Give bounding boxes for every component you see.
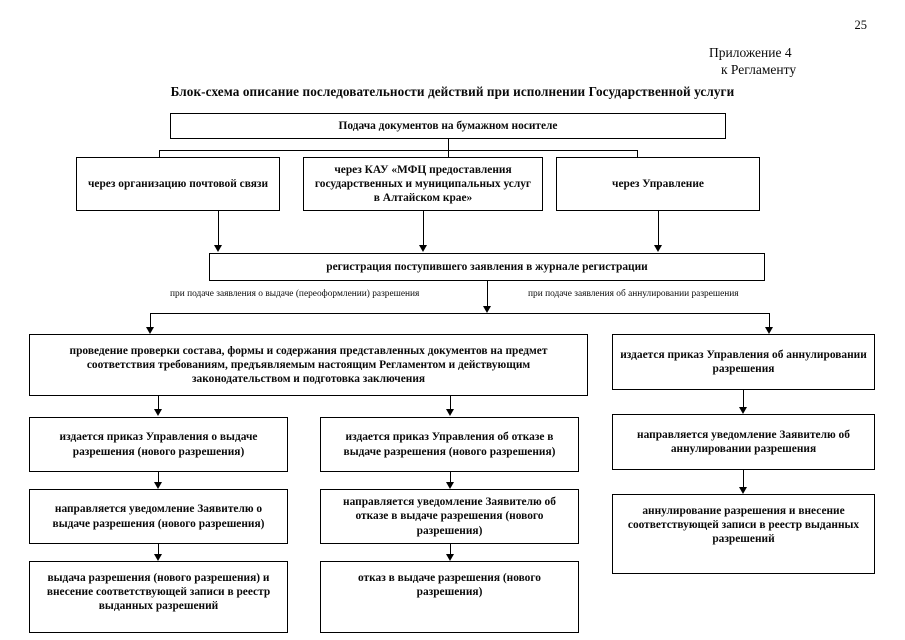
arrow-positive-1-2 [154,482,162,489]
appendix-line-2: к Регламенту [721,62,797,77]
arrow-annul-2-3 [739,487,747,494]
connector-to-channel-2 [448,150,450,157]
channel-box-post: через организацию почтовой связи [76,157,280,211]
connector-annul-2-3 [743,470,745,490]
channel-box-post-label: через организацию почтовой связи [87,177,269,190]
annul-notice-box: направляется уведомление Заявителю об ан… [612,414,875,470]
negative-refusal-label: отказ в выдаче разрешения (нового разреш… [358,572,541,599]
check-documents-box: проведение проверки состава, формы и сод… [29,334,588,396]
positive-notice-label: направляется уведомление Заявителю о выд… [52,503,265,530]
branch-label-right: при подаче заявления об аннулировании ра… [528,289,739,299]
channel-box-department-label: через Управление [612,177,704,190]
connector-branch-right-down [769,313,771,331]
arrow-negative-1-2 [446,482,454,489]
arrow-annul-1-2 [739,407,747,414]
connector-start-down [448,139,450,150]
connector-negative-2-3 [450,544,452,557]
page-number: 25 [854,18,868,32]
negative-order-label: издается приказ Управления об отказе в в… [343,431,556,458]
arrow-check-to-negative [446,409,454,416]
connector-positive-2-3 [158,544,160,557]
annul-notice-label: направляется уведомление Заявителю об ан… [637,428,850,455]
channel-box-mfc: через КАУ «МФЦ предоставления государств… [303,157,543,211]
connector-annul-1-2 [743,390,745,410]
connector-check-to-positive [158,396,160,412]
positive-notice-box: направляется уведомление Заявителю о выд… [29,489,288,544]
registration-box-label: регистрация поступившего заявления в жур… [326,260,648,273]
positive-order-label: издается приказ Управления о выдаче разр… [59,431,258,458]
arrow-check-to-positive [154,409,162,416]
connector-negative-1-2 [450,472,452,485]
positive-issue-label: выдача разрешения (нового разрешения) и … [46,572,271,613]
annul-order-box: издается приказ Управления об аннулирова… [612,334,875,390]
channel-box-mfc-label: через КАУ «МФЦ предоставления государств… [314,163,532,205]
connector-to-channel-3 [637,150,639,157]
arrow-department-to-registration [654,245,662,252]
start-box-label: Подача документов на бумажном носителе [338,119,558,132]
positive-order-box: издается приказ Управления о выдаче разр… [29,417,288,472]
appendix-reference: Приложение 4 к Регламенту [709,44,869,78]
appendix-line-1: Приложение 4 [709,45,792,60]
check-documents-label: проведение проверки состава, формы и сод… [69,344,548,386]
channel-box-department: через Управление [556,157,760,211]
connector-branch-spine [150,313,770,315]
connector-registration-down [487,281,489,309]
arrow-positive-2-3 [154,554,162,561]
annul-registry-box: аннулирование разрешения и внесение соот… [612,494,875,574]
connector-department-to-registration [658,211,660,247]
start-box: Подача документов на бумажном носителе [170,113,726,139]
negative-notice-label: направляется уведомление Заявителю об от… [343,496,556,537]
annul-registry-label: аннулирование разрешения и внесение соот… [627,505,860,546]
negative-refusal-box: отказ в выдаче разрешения (нового разреш… [320,561,579,633]
arrow-branch-left [146,327,154,334]
branch-label-left: при подаче заявления о выдаче (переоформ… [170,289,420,299]
arrow-registration-split [483,306,491,313]
negative-order-box: издается приказ Управления об отказе в в… [320,417,579,472]
connector-branch-left-down [150,313,152,331]
connector-post-to-registration [218,211,220,247]
connector-check-to-negative [450,396,452,412]
connector-mfc-to-registration [423,211,425,247]
registration-box: регистрация поступившего заявления в жур… [209,253,765,281]
arrow-branch-right [765,327,773,334]
connector-positive-1-2 [158,472,160,485]
connector-channel-spine [159,150,638,152]
arrow-post-to-registration [214,245,222,252]
connector-to-channel-1 [159,150,161,157]
arrow-negative-2-3 [446,554,454,561]
arrow-mfc-to-registration [419,245,427,252]
annul-order-label: издается приказ Управления об аннулирова… [620,348,867,375]
negative-notice-box: направляется уведомление Заявителю об от… [320,489,579,544]
positive-issue-box: выдача разрешения (нового разрешения) и … [29,561,288,633]
page-title: Блок-схема описание последовательности д… [170,84,735,99]
